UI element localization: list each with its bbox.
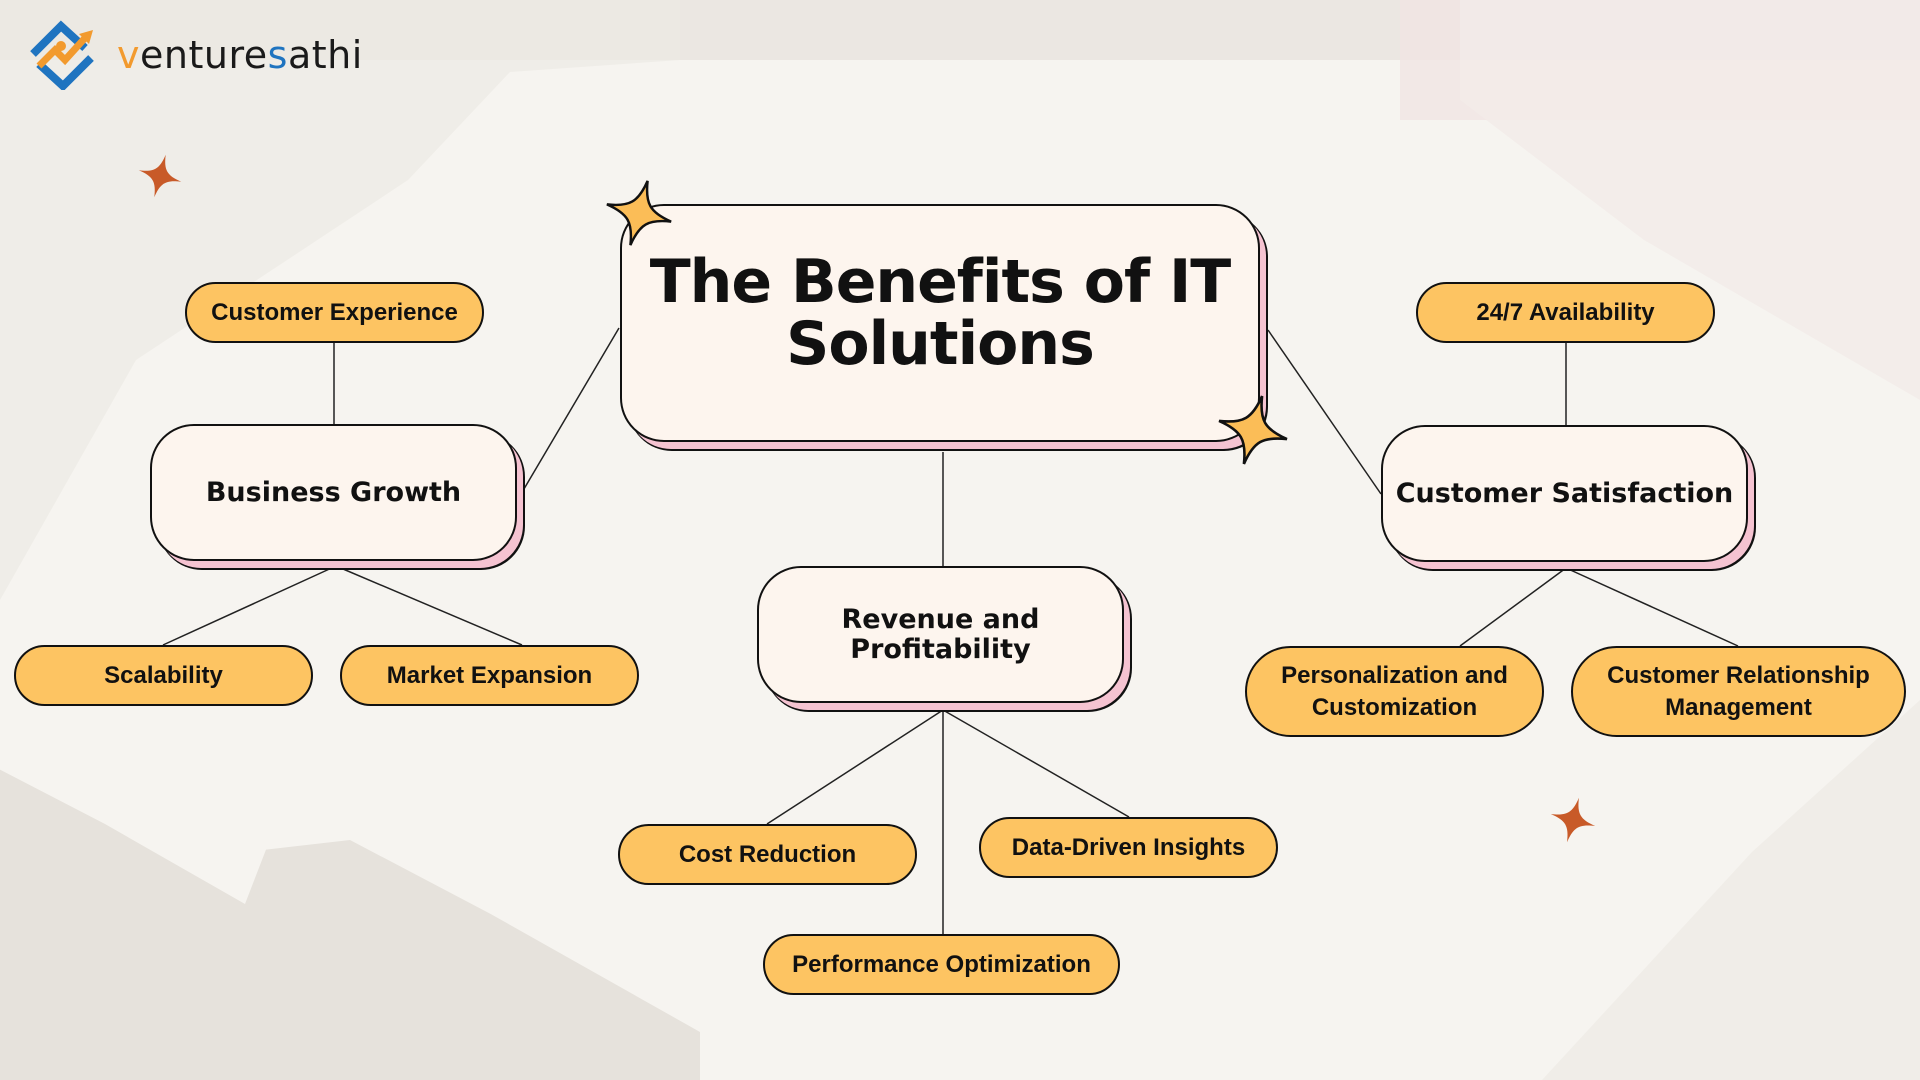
node-label-line-2: Customization: [1311, 693, 1478, 721]
node-revenue-profitability: Revenue and Profitability: [757, 566, 1124, 703]
brand-name-s: s: [267, 33, 288, 77]
node-label: Customer Satisfaction: [1395, 477, 1734, 509]
sparkle-icon: [1550, 797, 1596, 843]
node-cost-reduction: Cost Reduction: [618, 824, 917, 885]
node-24-7-availability: 24/7 Availability: [1416, 282, 1715, 343]
sparkle-icon: [138, 154, 182, 198]
node-label: Data-Driven Insights: [1011, 833, 1246, 861]
node-personalization-customization: Personalization and Customization: [1245, 646, 1544, 737]
node-customer-satisfaction: Customer Satisfaction: [1381, 425, 1748, 562]
node-business-growth: Business Growth: [150, 424, 517, 561]
node-label-line-2: Management: [1665, 693, 1812, 721]
title-box: The Benefits of IT Solutions: [620, 204, 1260, 442]
node-label: Customer Experience: [211, 298, 458, 326]
venturesathi-logo-icon: [30, 20, 94, 90]
title-line-2: Solutions: [786, 309, 1095, 379]
node-customer-relationship-management: Customer Relationship Management: [1571, 646, 1906, 737]
node-data-driven-insights: Data-Driven Insights: [979, 817, 1278, 878]
node-scalability: Scalability: [14, 645, 313, 706]
brand-name-suffix: athi: [287, 33, 363, 77]
node-label: Performance Optimization: [792, 950, 1091, 978]
node-label: Scalability: [104, 661, 223, 689]
star-icon: [606, 180, 672, 246]
brand-logo: venturesathi: [27, 20, 363, 90]
node-performance-optimization: Performance Optimization: [763, 934, 1120, 995]
node-label-line-2: Profitability: [850, 633, 1031, 665]
node-label: 24/7 Availability: [1476, 298, 1655, 326]
title-line-1: The Benefits of IT: [649, 247, 1231, 318]
brand-name-v: v: [117, 33, 140, 77]
node-label-line-1: Revenue and: [841, 603, 1040, 635]
brand-name: venturesathi: [117, 33, 363, 77]
star-icon: [1218, 395, 1288, 465]
node-label-line-1: Customer Relationship: [1607, 662, 1870, 690]
node-label-line-1: Personalization and: [1281, 662, 1508, 690]
brand-name-mid: enture: [140, 33, 268, 77]
node-customer-experience: Customer Experience: [185, 282, 484, 343]
node-label: Business Growth: [205, 476, 462, 508]
node-label: Market Expansion: [386, 661, 593, 689]
node-market-expansion: Market Expansion: [340, 645, 639, 706]
node-label: Cost Reduction: [678, 840, 857, 868]
